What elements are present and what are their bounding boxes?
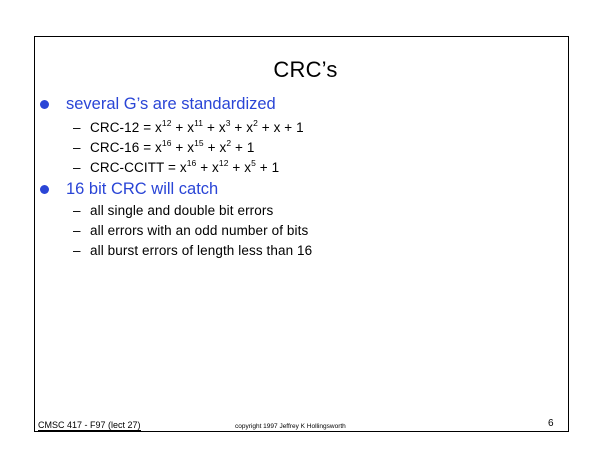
poly-text: CRC-16 = x16 + x15 + x2 + 1 <box>90 137 255 155</box>
bullet-dot-icon <box>40 100 49 109</box>
poly-term: x15 <box>187 137 204 155</box>
poly-operator: + 1 <box>255 160 280 175</box>
poly-term: x5 <box>244 157 256 175</box>
dash-icon: – <box>73 120 81 135</box>
item-text: all burst errors of length less than 16 <box>90 243 313 258</box>
poly-operator: + <box>171 140 188 155</box>
poly-operator: + 1 <box>231 140 255 155</box>
poly-operator: + <box>228 160 245 175</box>
poly-operator: + x + 1 <box>257 120 304 135</box>
slide-title: CRC’s <box>273 57 338 82</box>
poly-label: CRC-16 = <box>90 140 156 155</box>
poly-label: CRC-12 = <box>90 120 156 135</box>
poly-exponent: 2 <box>226 137 232 148</box>
dash-icon: – <box>73 140 81 155</box>
poly-operator: + <box>203 120 219 135</box>
poly-term: x16 <box>179 157 197 175</box>
poly-exponent: 12 <box>161 117 172 128</box>
bullet-dot-icon <box>40 185 49 194</box>
dash-icon: – <box>73 203 81 218</box>
poly-exponent: 12 <box>218 157 229 168</box>
poly-term: x2 <box>219 137 232 155</box>
footer-copyright: copyright 1997 Jeffrey K Hollingsworth <box>235 423 346 430</box>
poly-term: x12 <box>212 157 229 175</box>
poly-operator: + <box>203 140 220 155</box>
poly-exponent: 16 <box>186 157 197 168</box>
dash-icon: – <box>73 243 81 258</box>
item-text: all errors with an odd number of bits <box>90 223 309 238</box>
poly-operator: + <box>230 120 247 135</box>
footer-course: CMSC 417 - F97 (lect 27) <box>38 420 141 431</box>
poly-exponent: 3 <box>225 117 231 128</box>
poly-term: x3 <box>218 117 231 135</box>
poly-operator: + <box>196 160 213 175</box>
poly-exponent: 2 <box>253 117 258 128</box>
dash-icon: – <box>73 160 81 175</box>
bullet-text: several G’s are standardized <box>66 95 276 113</box>
poly-exponent: 16 <box>161 137 172 148</box>
poly-exponent: 11 <box>194 117 204 128</box>
poly-term: x16 <box>155 137 172 155</box>
poly-text: CRC-12 = x12 + x11 + x3 + x2 + x + 1 <box>90 117 304 135</box>
poly-text: CRC-CCITT = x16 + x12 + x5 + 1 <box>90 157 280 175</box>
item-text: all single and double bit errors <box>90 203 274 218</box>
bullet-text: 16 bit CRC will catch <box>66 180 219 198</box>
poly-term: x12 <box>155 117 172 135</box>
poly-operator: + <box>171 120 188 135</box>
poly-term: x11 <box>187 117 204 135</box>
dash-icon: – <box>73 223 81 238</box>
poly-term: x2 <box>246 117 258 135</box>
poly-exponent: 15 <box>194 137 204 148</box>
slide-frame <box>34 36 569 432</box>
poly-exponent: 5 <box>251 157 256 168</box>
page-number: 6 <box>548 418 554 429</box>
poly-label: CRC-CCITT = <box>90 160 180 175</box>
